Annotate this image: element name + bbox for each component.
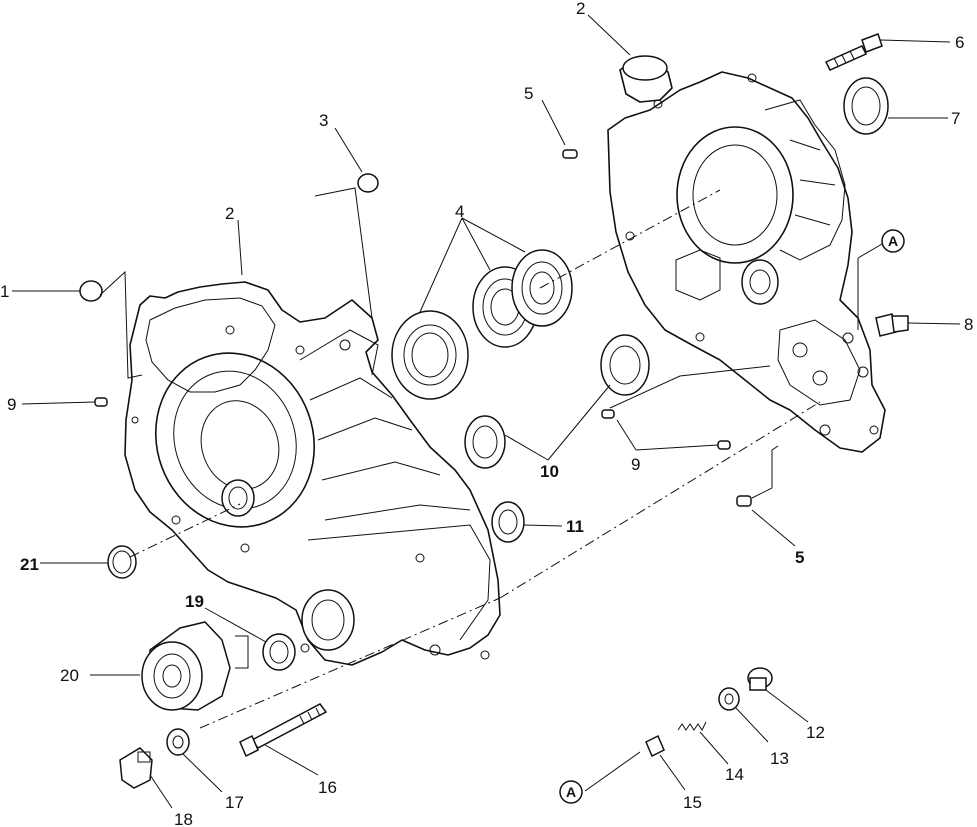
part-13-washer <box>718 687 740 711</box>
part-11-bearing <box>491 501 525 543</box>
callout-15: 15 <box>683 793 702 812</box>
reference-mark-a-top: A <box>881 229 905 253</box>
part-21-o-ring <box>107 545 137 579</box>
part-10-bearings <box>464 334 650 469</box>
part-6-bolt <box>824 33 883 71</box>
callout-16: 16 <box>318 778 337 797</box>
part-7-seal <box>843 77 889 135</box>
callout-13: 13 <box>770 749 789 768</box>
part-5-pin-top <box>562 149 578 159</box>
part-18-plug <box>119 747 153 789</box>
callout-18: 18 <box>174 810 193 827</box>
callout-8: 8 <box>964 315 973 334</box>
part-9-pin-left <box>94 397 108 407</box>
part-17-washer <box>166 728 190 756</box>
callout-6: 6 <box>955 33 964 52</box>
part-15-plunger <box>645 734 665 758</box>
callout-5-bottom: 5 <box>795 548 804 567</box>
callout-12: 12 <box>806 723 825 742</box>
callout-14: 14 <box>725 765 744 784</box>
callout-10: 10 <box>540 462 559 481</box>
part-19-seal <box>262 633 296 671</box>
callout-11: 11 <box>566 517 584 536</box>
small-parts <box>79 33 909 789</box>
callout-9-left: 9 <box>7 395 16 414</box>
part-14-spring <box>677 721 707 731</box>
callout-7: 7 <box>951 109 960 128</box>
part-3-dowel <box>357 173 379 193</box>
part-8-fitting <box>875 313 909 337</box>
callout-4: 4 <box>455 202 464 221</box>
callout-9-right: 9 <box>631 455 640 474</box>
callout-1: 1 <box>0 282 9 301</box>
svg-text:A: A <box>888 233 898 249</box>
callout-2-left: 2 <box>225 204 234 223</box>
reference-mark-a-bottom: A <box>559 780 583 804</box>
reference-marks: A A <box>559 229 905 804</box>
callout-2-right: 2 <box>576 0 585 18</box>
callout-3: 3 <box>319 111 328 130</box>
part-5-pin-bottom <box>736 495 752 507</box>
leader-lines <box>12 14 961 809</box>
callout-21: 21 <box>20 555 39 574</box>
part-9-pin-right-1 <box>601 409 615 419</box>
part-16-bolt <box>239 703 328 758</box>
callout-5-top: 5 <box>524 84 533 103</box>
svg-text:A: A <box>566 784 576 800</box>
callout-20: 20 <box>60 666 79 685</box>
part-20-pulley <box>141 621 231 711</box>
callout-19: 19 <box>185 592 204 611</box>
part-4-bearings <box>391 249 573 400</box>
right-crankcase-half <box>607 55 886 453</box>
part-12-bolt <box>747 667 773 691</box>
callout-17: 17 <box>225 793 244 812</box>
left-crankcase-half <box>124 281 501 666</box>
part-9-pin-right-2 <box>717 440 731 450</box>
part-1-plug <box>79 280 103 302</box>
